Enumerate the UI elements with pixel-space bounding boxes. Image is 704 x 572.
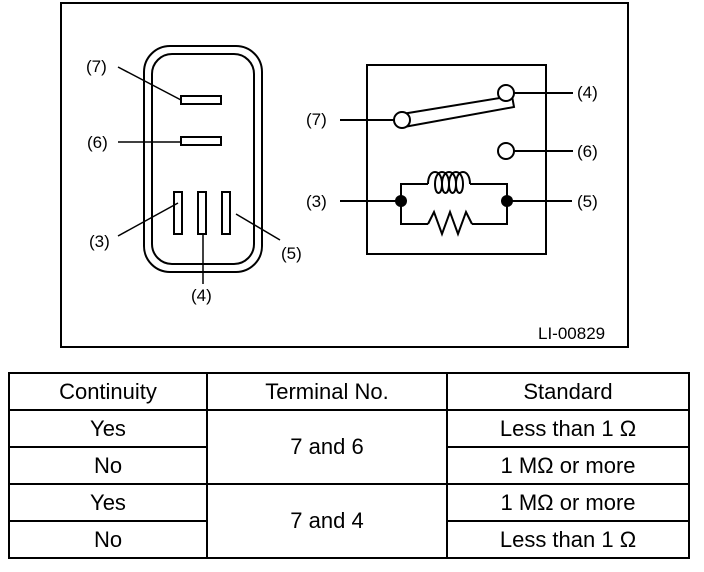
header-standard: Standard: [446, 372, 690, 411]
relay-label-3: (3): [306, 192, 327, 211]
resistor-icon: [427, 209, 473, 237]
connector-terminals: [173, 95, 231, 235]
connector-terminal-4: [197, 191, 207, 235]
connector-terminal-3: [173, 191, 183, 235]
header-terminal-no: Terminal No.: [206, 372, 448, 411]
continuity-cell: Yes: [8, 409, 208, 448]
figure-code: LI-00829: [538, 324, 605, 343]
figure-frame: [60, 2, 629, 348]
relay-terminal-7: [393, 111, 411, 129]
table-row: No 1 MΩ or more: [8, 446, 690, 485]
table-row: Yes 7 and 6 Less than 1 Ω: [8, 409, 690, 485]
relay-label-6: (6): [577, 142, 598, 161]
continuity-cell: No: [8, 446, 208, 485]
relay-label-5: (5): [577, 192, 598, 211]
coil-icon: [427, 171, 471, 194]
connector-label-3: (3): [89, 232, 110, 251]
terminal-cell: 7 and 4: [206, 483, 448, 559]
continuity-cell: No: [8, 520, 208, 559]
relay-terminal-4: [497, 84, 515, 102]
connector-label-7: (7): [86, 57, 107, 76]
header-continuity: Continuity: [8, 372, 208, 411]
relay-schematic-box: [366, 64, 547, 255]
standard-cell: 1 MΩ or more: [446, 446, 690, 485]
table-row: No Less than 1 Ω: [8, 520, 690, 559]
connector-label-6: (6): [87, 133, 108, 152]
relay-label-7: (7): [306, 110, 327, 129]
junction-dot-right: [501, 195, 513, 207]
terminal-cell: 7 and 6: [206, 409, 448, 485]
connector-label-4: (4): [191, 286, 212, 305]
relay-label-4: (4): [577, 83, 598, 102]
connector-terminal-5: [221, 191, 231, 235]
connector-terminal-7: [180, 95, 222, 105]
standard-cell: Less than 1 Ω: [446, 409, 690, 448]
junction-dot-left: [395, 195, 407, 207]
table-row: Yes 7 and 4 1 MΩ or more: [8, 483, 690, 559]
relay-switch: [393, 84, 516, 160]
connector-terminal-6: [180, 136, 222, 146]
continuity-table: Continuity Terminal No. Standard Yes 7 a…: [8, 372, 690, 559]
relay-diagram: (7) (6) (3) (4) (5) (4) (7) (6) (3) (5) …: [60, 2, 629, 348]
relay-terminal-6: [497, 142, 515, 160]
connector-leader-lines: [117, 66, 281, 284]
standard-cell: 1 MΩ or more: [446, 483, 690, 522]
table-header-row: Continuity Terminal No. Standard: [8, 372, 690, 411]
connector-label-5: (5): [281, 244, 302, 263]
continuity-cell: Yes: [8, 483, 208, 522]
relay-coil-circuit: [340, 92, 573, 237]
standard-cell: Less than 1 Ω: [446, 520, 690, 559]
